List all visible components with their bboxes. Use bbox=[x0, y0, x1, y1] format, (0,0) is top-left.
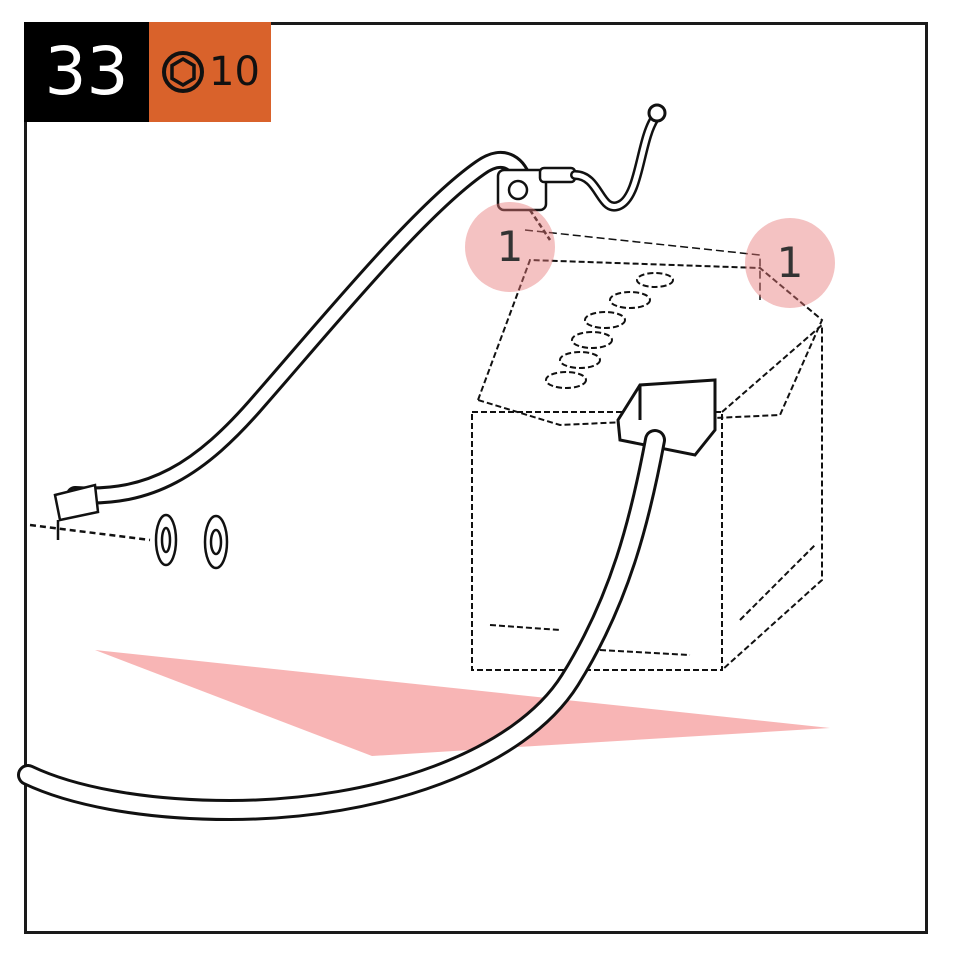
thin-wire bbox=[570, 113, 660, 212]
tool-badge: 10 bbox=[149, 22, 271, 122]
leader-line bbox=[524, 229, 761, 300]
nut-1 bbox=[154, 513, 178, 567]
hex-socket-icon bbox=[162, 51, 204, 93]
wire-eyelet bbox=[647, 103, 667, 123]
direction-arrow bbox=[95, 650, 830, 756]
top-clamp bbox=[496, 166, 577, 241]
upper-cable bbox=[66, 151, 534, 505]
step-number: 33 bbox=[24, 22, 149, 122]
callout-1b: 1 bbox=[745, 218, 835, 308]
nut-2 bbox=[203, 514, 229, 570]
callout-1a: 1 bbox=[465, 202, 555, 292]
terminal-clamp bbox=[616, 378, 717, 457]
battery bbox=[471, 258, 824, 671]
ground-lug bbox=[29, 483, 151, 542]
tool-size-label: 10 bbox=[209, 49, 260, 95]
